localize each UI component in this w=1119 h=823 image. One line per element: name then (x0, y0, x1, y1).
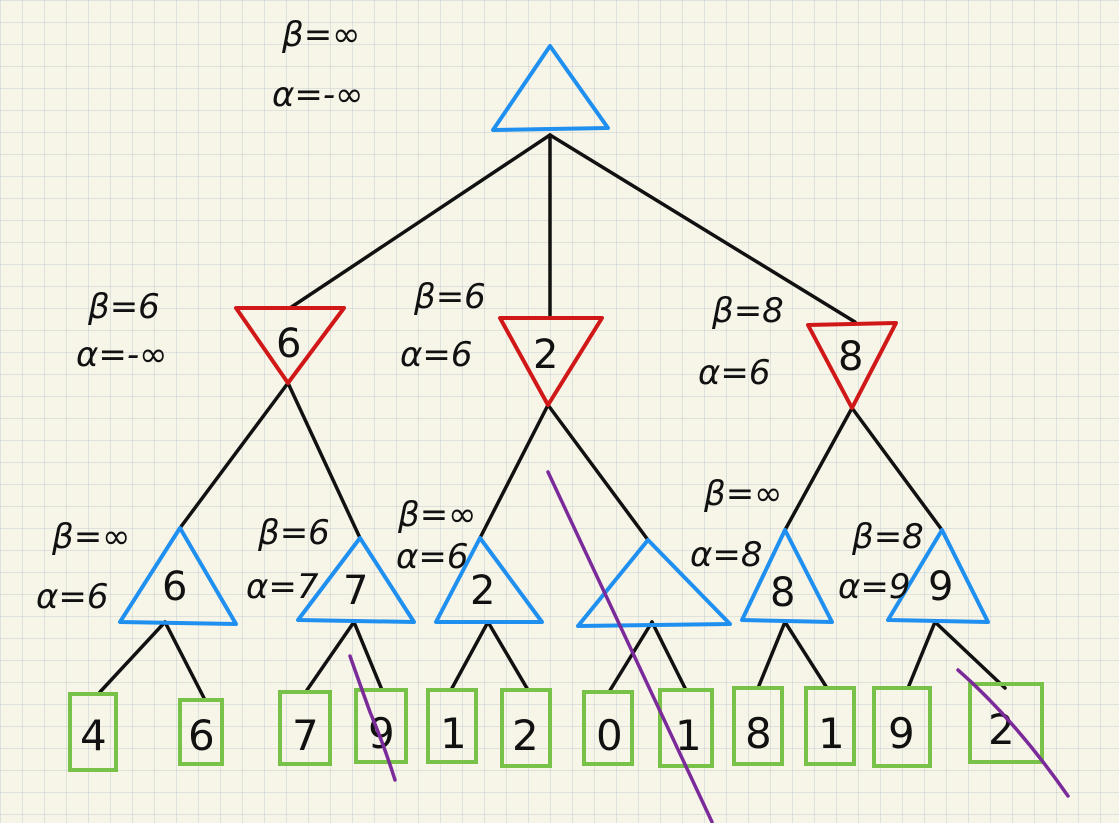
max-node-2: 7 (296, 536, 416, 624)
edge-max6-leaf11 (906, 620, 937, 690)
min-node-3-value: 8 (838, 334, 863, 380)
leaf-5-value: 1 (440, 709, 467, 758)
leaf-12: 2 (968, 682, 1044, 764)
edge-root-min3 (548, 133, 857, 324)
max-node-3-beta: β=∞ (397, 495, 477, 535)
edge-min2-max3 (478, 403, 550, 540)
edge-min1-max2 (286, 381, 362, 540)
min-node-2-value: 2 (533, 332, 558, 378)
min-node-2: 2 (498, 316, 604, 407)
edge-max2-leaf3 (305, 620, 356, 692)
max-node-1-beta: β=∞ (51, 517, 131, 557)
leaf-11: 9 (872, 686, 932, 768)
min-node-2-alpha: α=6 (400, 335, 473, 375)
edge-root-min1 (288, 133, 552, 310)
max-node-1: 6 (118, 526, 238, 626)
edge-min1-max1 (178, 381, 290, 530)
max-node-5-alpha: α=8 (690, 535, 763, 575)
leaf-2-value: 6 (188, 711, 215, 760)
min-node-3: 8 (806, 321, 898, 410)
edge-min3-max5 (783, 406, 854, 532)
max-node-3: 2 (434, 536, 544, 624)
leaf-3-value: 7 (292, 711, 319, 760)
max-node-6-beta: β=8 (851, 517, 924, 557)
prune-mark-leaf-12 (956, 668, 1070, 798)
leaf-5: 1 (426, 688, 478, 764)
min-node-2-beta: β=6 (413, 277, 486, 317)
min-node-1-value: 6 (276, 321, 301, 367)
max-node-2-alpha: α=7 (246, 567, 319, 607)
min-node-3-alpha: α=6 (698, 353, 771, 393)
max-node-2-value: 7 (343, 568, 368, 614)
leaf-9-value: 8 (745, 709, 772, 758)
edge-max4-leaf7 (607, 620, 654, 694)
leaf-1: 4 (68, 692, 118, 772)
root-beta-label: β=∞ (281, 15, 361, 55)
prune-mark-max-node-4 (546, 470, 714, 823)
max-node-2-beta: β=6 (257, 513, 330, 553)
edge-max4-leaf8 (650, 620, 688, 692)
edge-min3-max6 (850, 406, 944, 532)
leaf-6-value: 2 (512, 711, 539, 760)
edge-max5-leaf9 (756, 620, 787, 690)
min-node-1-alpha: α=-∞ (76, 335, 168, 375)
min-node-3-beta: β=8 (711, 291, 784, 331)
min-node-1: 6 (234, 306, 346, 385)
max-node-6-value: 9 (928, 564, 953, 610)
edge-max5-leaf10 (783, 620, 829, 690)
max-node-5: 8 (740, 528, 834, 624)
leaf-9: 8 (732, 686, 784, 766)
leaf-6: 2 (500, 688, 552, 768)
leaf-1-value: 4 (80, 711, 107, 760)
root-alpha-label: α=-∞ (272, 75, 364, 115)
edge-min2-max4 (546, 403, 650, 542)
prune-mark-leaf-4 (348, 654, 397, 782)
max-node-5-value: 8 (770, 570, 795, 616)
max-node-6-alpha: α=9 (838, 567, 911, 607)
leaf-10: 1 (804, 686, 856, 766)
root-max-node (491, 44, 610, 132)
leaf-7: 0 (582, 690, 634, 766)
edge-max1-leaf2 (163, 620, 206, 700)
max-node-5-beta: β=∞ (703, 474, 783, 514)
leaf-3: 7 (278, 690, 332, 766)
edge-max3-leaf6 (486, 620, 530, 692)
leaf-2: 6 (178, 698, 224, 766)
max-node-1-alpha: α=6 (36, 577, 109, 617)
min-node-1-beta: β=6 (87, 287, 160, 327)
leaf-11-value: 9 (888, 709, 915, 758)
leaf-7-value: 0 (596, 711, 623, 760)
leaf-4: 9 (354, 688, 408, 764)
max-node-3-value: 2 (470, 568, 495, 614)
edge-max2-leaf4 (352, 620, 384, 692)
edge-max3-leaf5 (449, 620, 490, 692)
max-node-6: 9 (886, 528, 990, 624)
edge-max6-leaf12 (933, 620, 1007, 690)
leaf-10-value: 1 (818, 709, 845, 758)
edge-max1-leaf1 (98, 620, 167, 694)
max-node-4 (576, 538, 732, 628)
max-node-3-alpha: α=6 (396, 537, 469, 577)
max-node-1-value: 6 (162, 564, 187, 610)
